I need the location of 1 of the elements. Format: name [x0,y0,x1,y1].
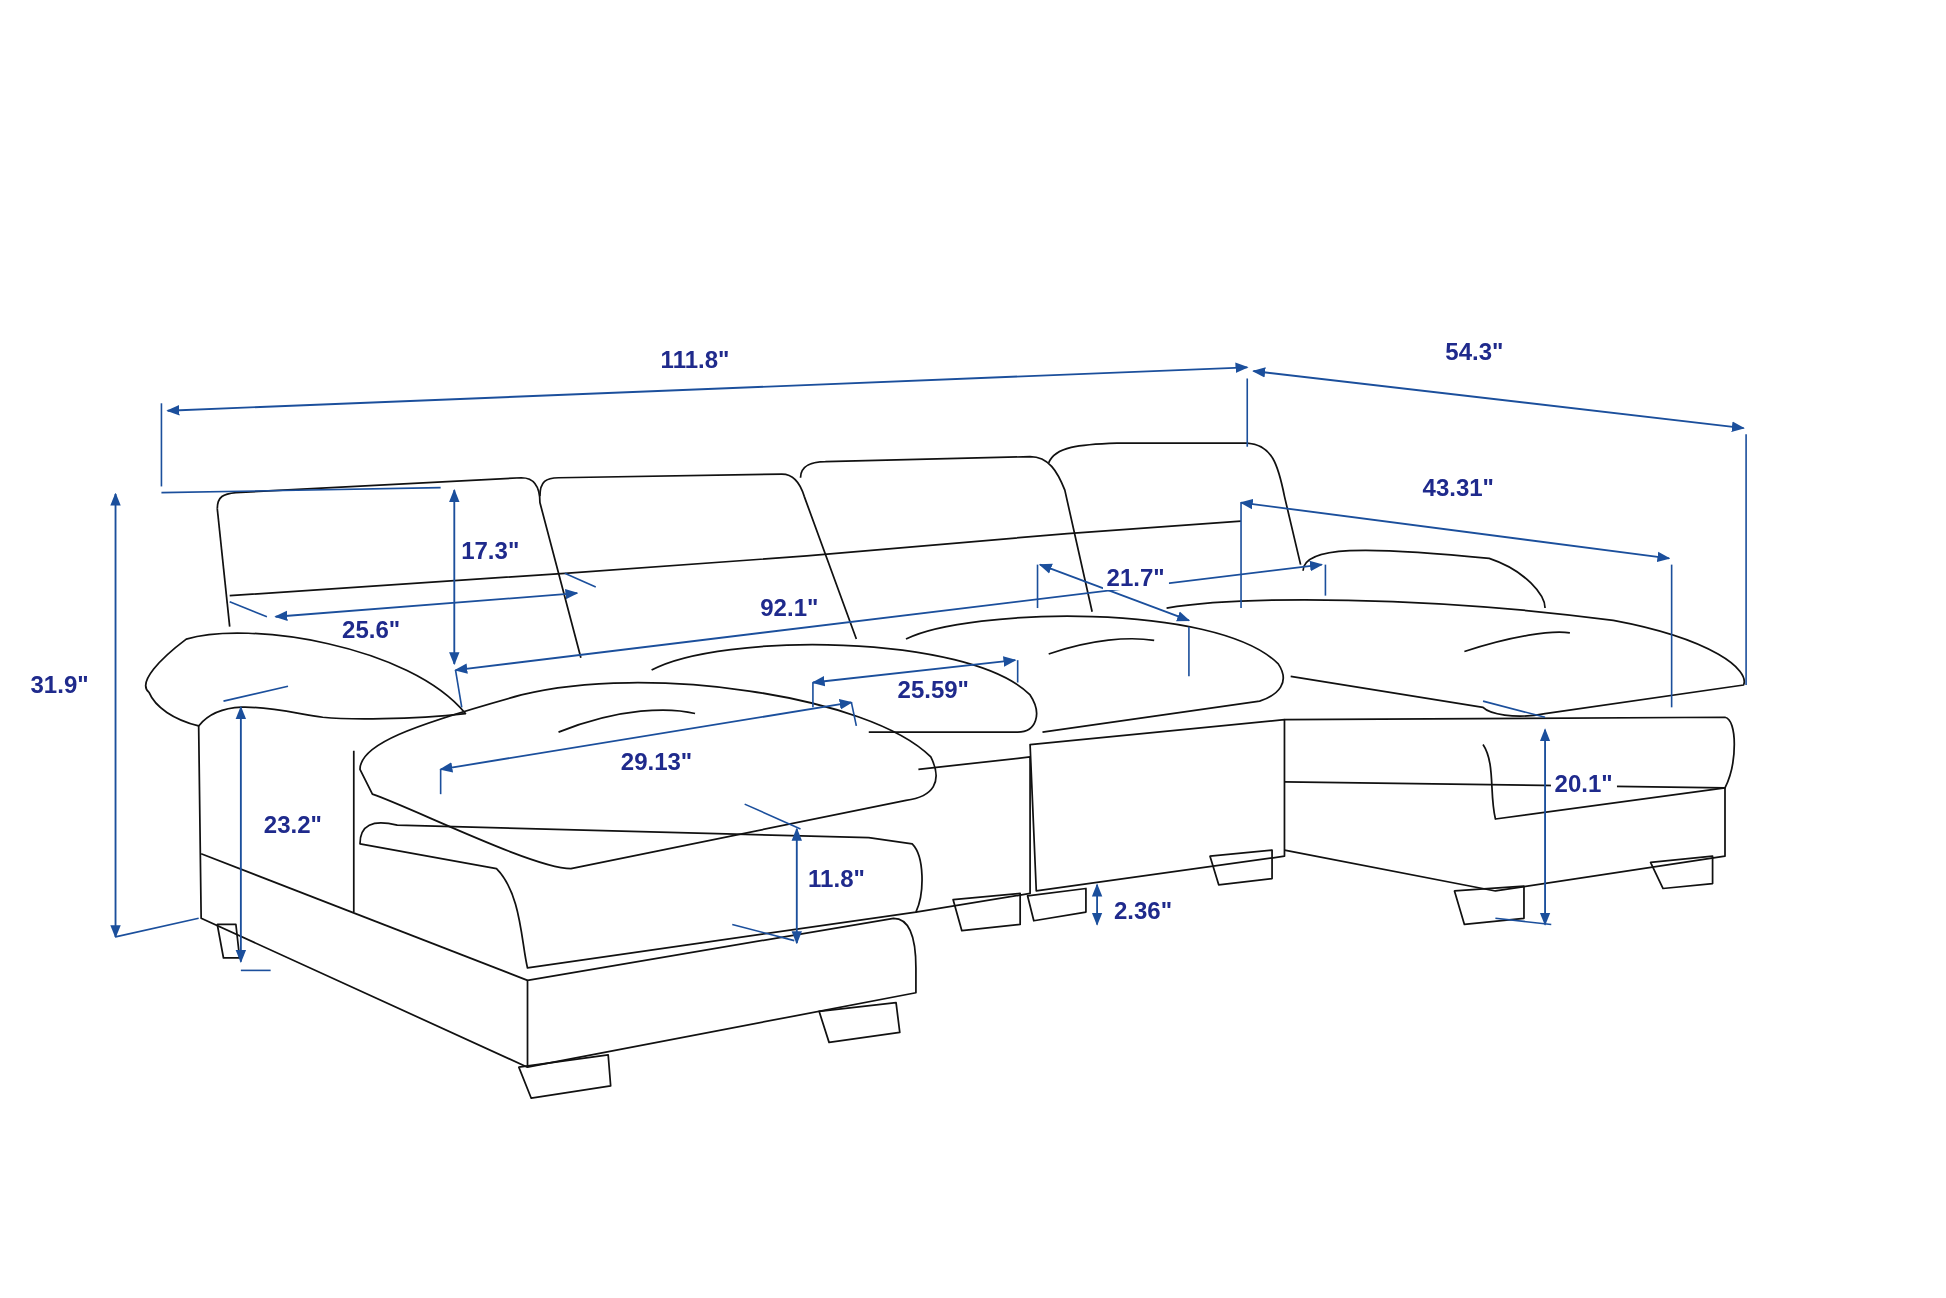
dimension-label: 21.7" [1102,566,1169,591]
